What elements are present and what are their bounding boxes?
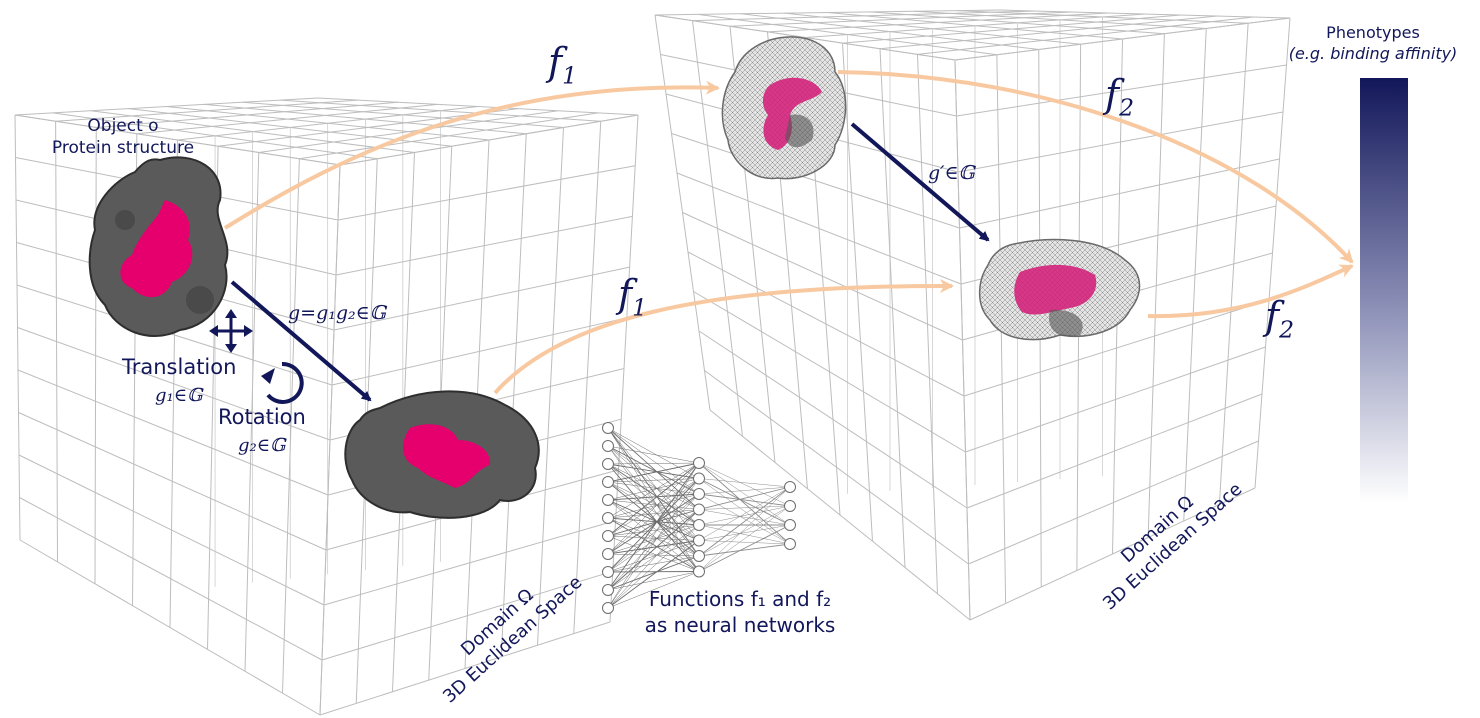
nn-node <box>693 519 705 531</box>
g-transform-arrow <box>230 280 372 402</box>
object-title: Object o <box>87 116 159 136</box>
nn-node <box>602 602 614 614</box>
protein-mesh-top-right <box>721 36 847 180</box>
nn-node <box>693 488 705 500</box>
nn-node <box>602 422 614 434</box>
right-domain-grid <box>654 9 1291 621</box>
nn-node <box>602 584 614 596</box>
nn-node <box>602 458 614 470</box>
f1-label-top: f1 <box>548 40 578 90</box>
protein-structure-original <box>88 156 229 337</box>
neural-network-diagram <box>602 422 796 614</box>
phenotypes-label: Phenotypes (e.g. binding affinity) <box>1268 22 1478 64</box>
nn-caption-line1: Functions f₁ and f₂ <box>648 587 832 611</box>
nn-node <box>784 519 796 531</box>
f2-label-top: f2 <box>1105 72 1135 122</box>
rotation-group-label: g₂∈𝔾 <box>238 435 286 456</box>
transform-label: g=g₁g₂∈𝔾 <box>288 302 386 324</box>
phenotype-gradient-bar <box>1360 78 1408 503</box>
phenotypes-title: Phenotypes <box>1326 23 1420 42</box>
transform-prime-label: g′∈𝔾 <box>928 162 975 184</box>
nn-node <box>602 548 614 560</box>
nn-node <box>602 512 614 524</box>
object-subtitle: Protein structure <box>51 138 195 158</box>
f2-label-bottom: f2 <box>1265 294 1295 344</box>
nn-node <box>602 494 614 506</box>
nn-caption-line2: as neural networks <box>644 613 836 637</box>
protein-structure-transformed <box>344 390 540 519</box>
nn-node <box>784 500 796 512</box>
protein-mesh-bottom-right <box>978 238 1141 341</box>
rotation-arrow-icon <box>261 361 304 404</box>
translation-group-label: g₁∈𝔾 <box>155 385 203 406</box>
nn-node <box>602 440 614 452</box>
nn-node <box>602 476 614 488</box>
nn-node <box>693 550 705 562</box>
nn-node <box>693 457 705 469</box>
translation-label: Translation <box>122 355 237 379</box>
left-domain-grid <box>14 97 639 716</box>
f2-arrow-top <box>837 70 1354 264</box>
object-label: Object o Protein structure <box>48 115 198 159</box>
nn-node <box>602 566 614 578</box>
nn-node <box>693 565 705 578</box>
nn-node <box>693 472 705 485</box>
four-way-move-icon <box>209 309 253 353</box>
nn-node <box>693 534 705 547</box>
f1-label-bottom: f1 <box>618 272 648 322</box>
rotation-label: Rotation <box>218 405 306 429</box>
nn-node <box>602 530 614 542</box>
f1-arrow-bottom <box>493 278 954 395</box>
nn-caption: Functions f₁ and f₂ as neural networks <box>610 586 870 638</box>
f1-arrow-top <box>223 80 720 230</box>
nn-node <box>784 538 796 550</box>
f2-arrow-bottom <box>1147 264 1354 319</box>
nn-node <box>784 481 796 493</box>
phenotypes-example: (e.g. binding affinity) <box>1288 44 1458 63</box>
nn-node <box>693 503 705 516</box>
g-prime-transform-arrow <box>850 122 990 242</box>
